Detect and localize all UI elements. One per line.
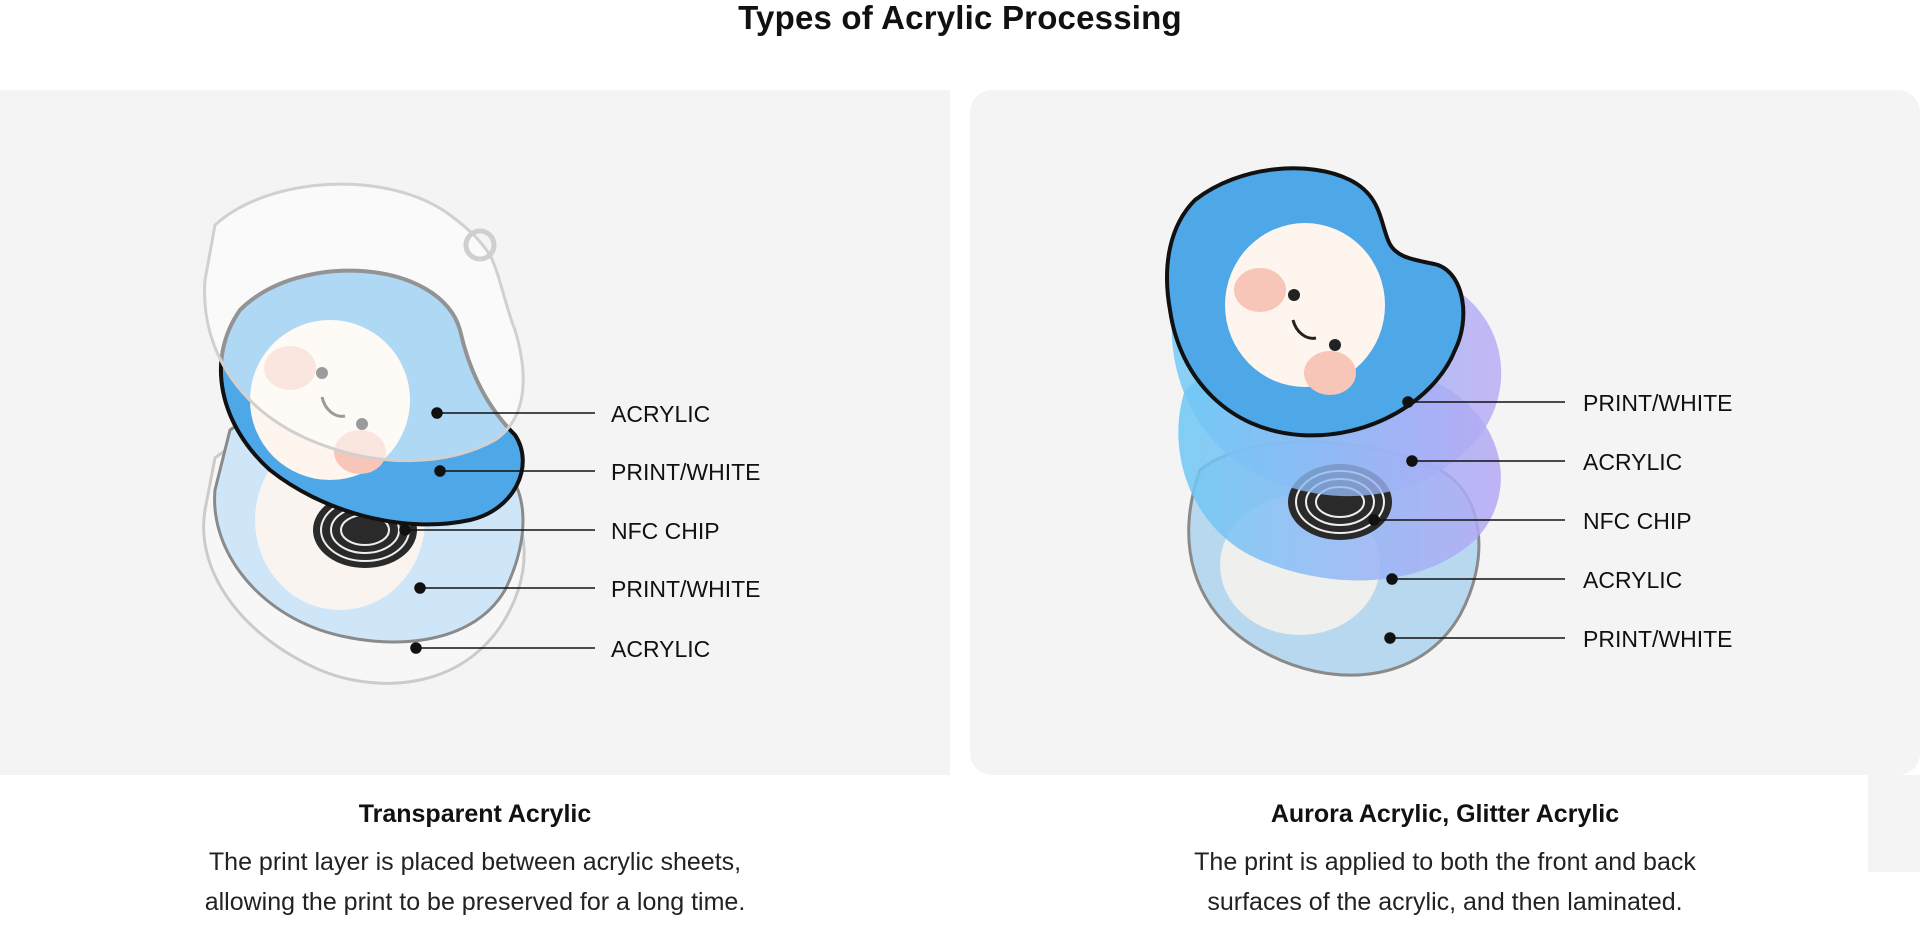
page-title: Types of Acrylic Processing xyxy=(738,0,1182,36)
aurora-acrylic-panel: PRINT/WHITE ACRYLIC NFC CHIP ACRYLIC PRI… xyxy=(970,90,1920,775)
label-nfc-chip: NFC CHIP xyxy=(611,518,720,544)
label-acrylic-lower: ACRYLIC xyxy=(1583,567,1683,593)
panel-edge-decoration xyxy=(1868,775,1920,872)
caption-line-2: allowing the print to be preserved for a… xyxy=(204,888,746,916)
label-print-white-top: PRINT/WHITE xyxy=(1583,390,1733,416)
transparent-acrylic-panel: ACRYLIC PRINT/WHITE NFC CHIP PRINT/WHITE… xyxy=(0,90,950,775)
label-print-white-lower: PRINT/WHITE xyxy=(611,576,761,602)
label-print-white-upper: PRINT/WHITE xyxy=(611,459,761,485)
label-nfc-chip-right: NFC CHIP xyxy=(1583,508,1692,534)
aurora-acrylic-diagram xyxy=(1165,166,1565,677)
top-acrylic-layer xyxy=(203,182,525,463)
transparent-acrylic-diagram xyxy=(202,182,595,685)
label-acrylic-top: ACRYLIC xyxy=(611,401,711,427)
label-acrylic-upper: ACRYLIC xyxy=(1583,449,1683,475)
caption-line-2-right: surfaces of the acrylic, and then lamina… xyxy=(1207,888,1683,916)
caption-line-1-right: The print is applied to both the front a… xyxy=(1194,848,1696,876)
caption-title-transparent: Transparent Acrylic xyxy=(358,800,592,828)
label-print-white-bottom: PRINT/WHITE xyxy=(1583,626,1733,652)
label-acrylic-bottom: ACRYLIC xyxy=(611,636,711,662)
caption-title-aurora: Aurora Acrylic, Glitter Acrylic xyxy=(1270,800,1620,828)
caption-line-1: The print layer is placed between acryli… xyxy=(208,848,742,876)
keyring-hole xyxy=(463,228,497,262)
